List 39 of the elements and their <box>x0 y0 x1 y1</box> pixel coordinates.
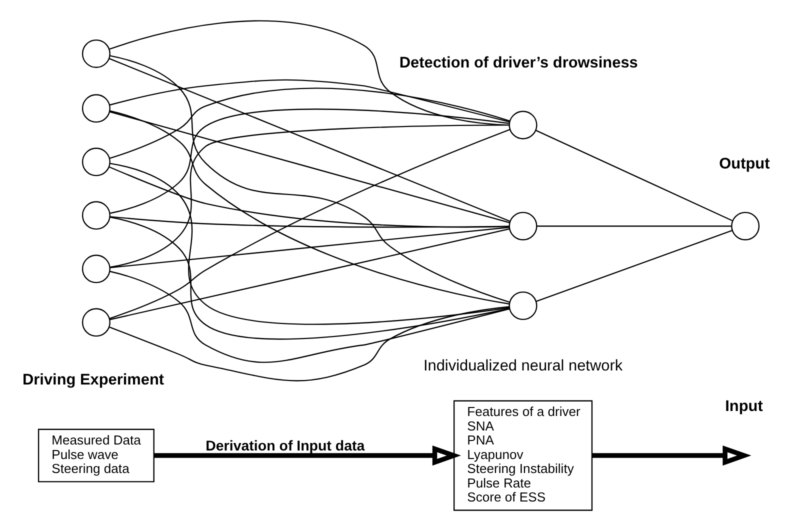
connector <box>536 230 732 302</box>
connector <box>109 79 510 122</box>
connector <box>109 128 510 320</box>
connector <box>110 110 510 304</box>
node-circle <box>82 254 110 284</box>
arrow <box>592 446 752 466</box>
connector <box>110 270 510 363</box>
node-circle <box>508 292 538 320</box>
label: Output <box>719 155 770 172</box>
node-circle <box>82 94 110 123</box>
node-box: Features of a driver SNA PNA Lyapunov Steering Instability Pulse Rate Score of ESS <box>453 400 593 511</box>
connector <box>110 228 510 320</box>
connector <box>110 88 510 159</box>
connector <box>110 216 510 340</box>
node-circle <box>731 212 760 240</box>
label: Input <box>725 398 763 415</box>
label: Driving Experiment <box>22 372 164 389</box>
node-circle <box>508 212 538 240</box>
node-circle <box>82 201 110 230</box>
node-circle <box>82 308 110 337</box>
connector <box>110 226 510 268</box>
connector <box>109 306 510 382</box>
connector <box>110 162 510 325</box>
connector <box>110 124 509 268</box>
node-circle <box>508 110 538 140</box>
node-box: Measured Data Pulse wave Steering data <box>38 428 154 482</box>
connector <box>109 166 510 228</box>
connector <box>537 226 732 227</box>
connector <box>535 130 732 222</box>
arrow <box>154 446 461 466</box>
connector <box>110 55 510 303</box>
edge-label: Derivation of Input data <box>206 438 365 454</box>
connector <box>108 58 510 222</box>
label: Individualized neural network <box>423 357 623 374</box>
node-circle <box>82 39 110 68</box>
label: Detection of driver’s drowsiness <box>399 54 638 72</box>
connector <box>110 216 510 228</box>
connector <box>109 20 510 126</box>
node-circle <box>82 148 110 176</box>
